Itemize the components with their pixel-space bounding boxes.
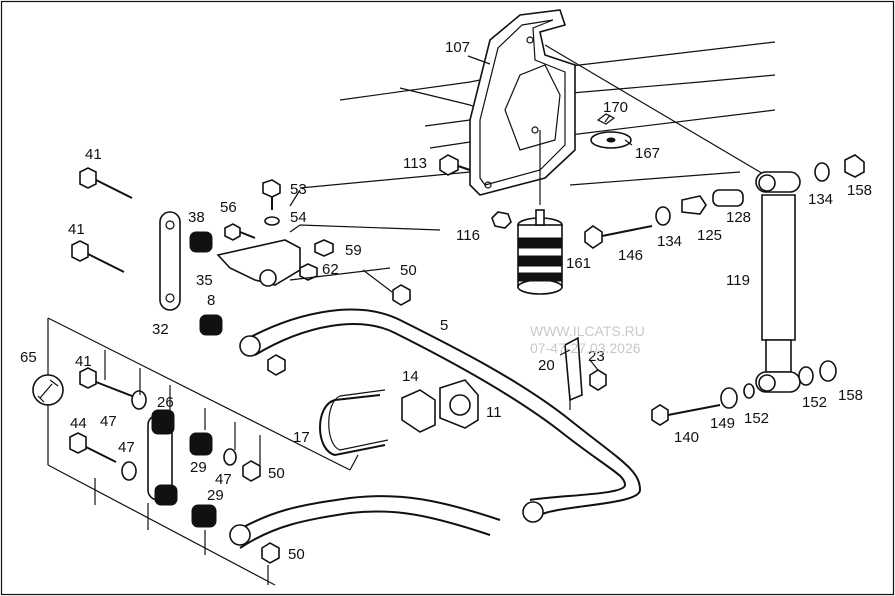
callout-50-mid: 50 <box>268 465 285 482</box>
shock-lower-hardware <box>651 360 837 426</box>
link-32 <box>159 211 181 311</box>
callout-38: 38 <box>188 209 205 226</box>
callout-44: 44 <box>70 415 87 432</box>
callout-158-upper: 158 <box>847 182 872 199</box>
callout-140: 140 <box>674 429 699 446</box>
bolt-113 <box>439 154 471 176</box>
callout-134-lower: 134 <box>657 233 682 250</box>
watermark-date: 07-47-27.03.2026 <box>530 340 641 356</box>
callout-170: 170 <box>603 99 628 116</box>
callout-5: 5 <box>440 317 448 334</box>
callout-29-b: 29 <box>207 487 224 504</box>
bracket-107 <box>469 9 576 205</box>
callout-41-mid: 41 <box>68 221 85 238</box>
callout-labels: 107 170 167 113 116 161 134 158 128 146 … <box>20 39 872 563</box>
callout-158-lower: 158 <box>838 387 863 404</box>
callout-50-top: 50 <box>400 262 417 279</box>
bolts-left <box>69 167 147 481</box>
callout-53: 53 <box>290 181 307 198</box>
callout-54: 54 <box>290 209 307 226</box>
callout-128: 128 <box>726 209 751 226</box>
callout-113: 113 <box>403 155 427 172</box>
bracket-20 <box>564 336 607 410</box>
callout-14: 14 <box>402 368 419 385</box>
callout-62: 62 <box>322 261 339 278</box>
bushings <box>189 231 237 528</box>
anti-roll-bar-5 <box>229 308 642 549</box>
callout-56: 56 <box>220 199 237 216</box>
callout-20: 20 <box>538 357 555 374</box>
shock-upper-hardware <box>584 154 865 249</box>
u-bolt-17 <box>319 389 389 457</box>
callout-119: 119 <box>726 272 750 289</box>
wrench-icon <box>32 374 64 406</box>
callout-152-a: 152 <box>744 410 769 427</box>
callout-41-lower: 41 <box>75 353 92 370</box>
watermark-site: WWW.ILCATS.RU <box>530 323 645 339</box>
watermark: WWW.ILCATS.RU 07-47-27.03.2026 <box>530 323 645 356</box>
callout-8: 8 <box>207 292 215 309</box>
callout-146: 146 <box>618 247 643 264</box>
callout-35: 35 <box>196 272 213 289</box>
callout-116: 116 <box>456 227 480 244</box>
callout-152-b: 152 <box>802 394 827 411</box>
callout-134-upper: 134 <box>808 191 833 208</box>
clamp-11 <box>439 379 479 429</box>
callout-47-a: 47 <box>100 413 117 430</box>
callout-167: 167 <box>635 145 660 162</box>
callout-149: 149 <box>710 415 735 432</box>
callout-26: 26 <box>157 394 174 411</box>
washer-167 <box>590 113 632 149</box>
link-26 <box>147 409 178 506</box>
callout-17: 17 <box>293 429 310 446</box>
nut-116 <box>491 211 512 229</box>
callout-50-bottom: 50 <box>288 546 305 563</box>
rubber-buffer-161 <box>517 209 563 295</box>
clamp-14 <box>401 389 436 433</box>
bracket-35 <box>216 179 334 287</box>
shock-absorber-119 <box>544 44 801 393</box>
callout-41-top: 41 <box>85 146 102 163</box>
callout-29-a: 29 <box>190 459 207 476</box>
nuts-50 <box>242 284 411 564</box>
callout-47-c: 47 <box>215 471 232 488</box>
callout-23: 23 <box>588 348 605 365</box>
callout-11: 11 <box>486 404 502 421</box>
callout-59: 59 <box>345 242 362 259</box>
callout-107: 107 <box>445 39 470 56</box>
callout-65: 65 <box>20 349 37 366</box>
callout-125: 125 <box>697 227 722 244</box>
callout-161: 161 <box>566 255 591 272</box>
leader-lines <box>289 55 633 371</box>
callout-47-b: 47 <box>118 439 135 456</box>
group-bracket-left <box>47 317 359 586</box>
callout-32: 32 <box>152 321 169 338</box>
